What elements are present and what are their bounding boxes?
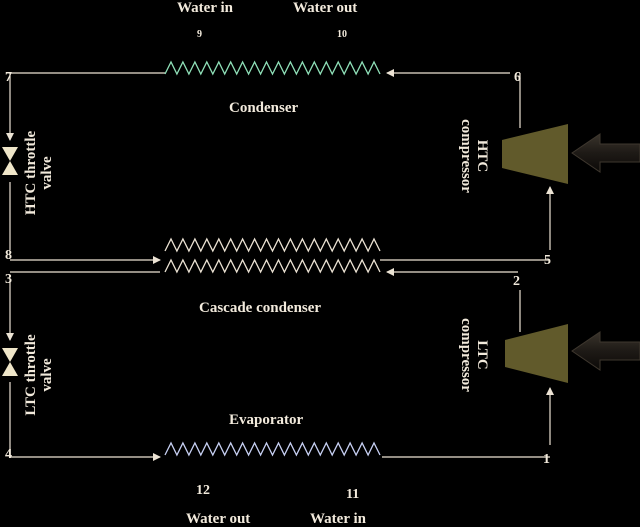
state-number-5: 5 <box>544 253 551 268</box>
state-number-3: 3 <box>5 272 12 287</box>
state-number-10: 10 <box>337 29 347 40</box>
ltc-piping <box>6 268 554 461</box>
ltc-compressor-label: LTC compressor <box>458 318 490 392</box>
condenser-water-in-label: Water in <box>177 0 234 16</box>
htc-work-input-arrow-icon <box>571 133 640 173</box>
state-number-8: 8 <box>5 248 12 263</box>
condenser-label: Condenser <box>229 100 299 116</box>
svg-text:valve: valve <box>39 358 55 392</box>
cascade-condenser-upper-coil <box>164 237 381 253</box>
state-number-9: 9 <box>197 29 202 40</box>
evaporator-water-out-label: Water out <box>186 511 250 527</box>
evaporator-coil <box>164 441 381 457</box>
htc-throttle-valve-label: HTC throttle valve <box>23 131 55 216</box>
htc-throttle-valve-icon <box>2 147 18 175</box>
svg-text:compressor: compressor <box>458 318 474 392</box>
ltc-throttle-valve-label: LTC throttle valve <box>23 334 55 416</box>
state-number-6: 6 <box>514 70 521 85</box>
state-number-7: 7 <box>5 70 12 85</box>
state-number-1: 1 <box>543 452 550 467</box>
cascade-condenser-lower-coil <box>164 258 381 274</box>
svg-text:compressor: compressor <box>458 119 474 193</box>
evaporator-water-in-label: Water in <box>310 511 367 527</box>
htc-piping <box>6 69 554 264</box>
state-number-11: 11 <box>346 487 359 502</box>
ltc-throttle-valve-icon <box>2 348 18 376</box>
cascade-condenser-label: Cascade condenser <box>199 300 321 316</box>
svg-text:LTC: LTC <box>474 340 490 369</box>
ltc-work-input-arrow-icon <box>571 331 640 371</box>
htc-compressor-label: HTC compressor <box>458 119 490 193</box>
state-number-4: 4 <box>5 447 12 462</box>
htc-compressor-icon <box>502 124 568 184</box>
svg-text:valve: valve <box>39 156 55 190</box>
svg-text:HTC: HTC <box>474 140 490 173</box>
state-number-12: 12 <box>196 483 210 498</box>
evaporator-label: Evaporator <box>229 412 304 428</box>
state-number-2: 2 <box>513 274 520 289</box>
condenser-water-out-label: Water out <box>293 0 357 16</box>
condenser-coil <box>164 60 381 76</box>
ltc-compressor-icon <box>505 324 568 383</box>
svg-text:HTC throttle: HTC throttle <box>23 131 39 216</box>
svg-text:LTC throttle: LTC throttle <box>23 334 39 416</box>
